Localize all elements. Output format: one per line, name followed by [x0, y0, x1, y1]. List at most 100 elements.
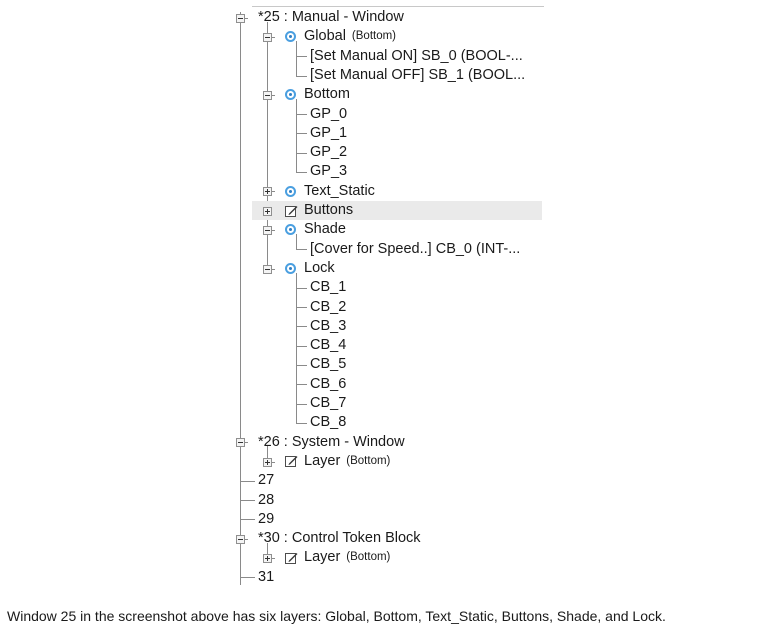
tree-node-label: 29	[258, 510, 275, 527]
tree-node-label: [Set Manual ON] SB_0 (BOOL-...	[310, 47, 523, 64]
tree-node-sublabel: (Bottom)	[346, 454, 391, 467]
tree-node-label: 27	[258, 472, 275, 489]
tree-connector-line	[296, 423, 307, 424]
tree-connector-line	[296, 307, 307, 308]
tree-connector-line	[296, 384, 307, 385]
tree-node-label: CB_3	[310, 317, 347, 334]
tree-connector-line	[240, 481, 255, 482]
tree-node-label: Layer	[304, 549, 341, 566]
tree-node-label: [Cover for Speed..] CB_0 (INT-...	[310, 240, 521, 257]
collapse-icon[interactable]	[236, 438, 245, 447]
tree-connector-line	[240, 12, 241, 585]
tree-node[interactable]: Text_Static	[285, 182, 375, 201]
tree-node[interactable]: *26 : System - Window	[258, 433, 405, 452]
tree-connector-line	[267, 543, 268, 559]
tree-node[interactable]: [Set Manual ON] SB_0 (BOOL-...	[310, 47, 523, 66]
tree-node[interactable]: Layer (Bottom)	[285, 548, 390, 567]
tree-node[interactable]: CB_3	[310, 317, 346, 336]
tree-node[interactable]: CB_7	[310, 394, 346, 413]
tree-connector-line	[296, 133, 307, 134]
tree-node[interactable]: Lock	[285, 259, 335, 278]
tree-node[interactable]: GP_3	[310, 162, 347, 181]
expand-icon[interactable]	[263, 207, 272, 216]
tree-node[interactable]: Shade	[285, 220, 346, 239]
layer-visible-icon[interactable]	[285, 31, 296, 43]
layer-visible-icon[interactable]	[285, 224, 296, 236]
tree-node[interactable]: 31	[258, 568, 274, 587]
tree-connector-line	[296, 234, 297, 250]
collapse-icon[interactable]	[236, 535, 245, 544]
tree-connector-line	[296, 41, 297, 77]
tree-node[interactable]: CB_4	[310, 336, 346, 355]
collapse-icon[interactable]	[263, 226, 272, 235]
tree-connector-line	[267, 22, 268, 270]
tree-connector-line	[296, 326, 307, 327]
expand-icon[interactable]	[263, 554, 272, 563]
tree-connector-line	[240, 519, 255, 520]
tree-node[interactable]: CB_1	[310, 278, 346, 297]
tree-top-divider	[252, 6, 544, 7]
tree-node-label: CB_2	[310, 298, 347, 315]
tree-node-label: CB_8	[310, 414, 347, 431]
tree-node-label: Shade	[304, 221, 346, 238]
tree-node-label: Text_Static	[304, 182, 375, 199]
tree-node-label: Bottom	[304, 86, 350, 103]
tree-connector-line	[296, 288, 307, 289]
tree-connector-line	[296, 346, 307, 347]
tree-connector-line	[296, 273, 297, 424]
tree-connector-line	[240, 500, 255, 501]
tree-node[interactable]: *25 : Manual - Window	[258, 8, 404, 27]
tree-node[interactable]: 28	[258, 491, 274, 510]
expand-icon[interactable]	[263, 187, 272, 196]
tree-node-label: CB_4	[310, 337, 347, 354]
tree-connector-line	[267, 446, 268, 463]
tree-node[interactable]: 27	[258, 471, 274, 490]
tree-connector-line	[296, 365, 307, 366]
tree-node-label: 28	[258, 491, 275, 508]
expand-icon[interactable]	[263, 458, 272, 467]
tree-node[interactable]: [Set Manual OFF] SB_1 (BOOL...	[310, 66, 525, 85]
tree-node[interactable]: CB_8	[310, 413, 346, 432]
tree-node[interactable]: [Cover for Speed..] CB_0 (INT-...	[310, 240, 520, 259]
tree-connector-line	[296, 404, 307, 405]
tree-node[interactable]: Bottom	[285, 85, 350, 104]
tree-node[interactable]: *30 : Control Token Block	[258, 529, 421, 548]
tree-node[interactable]: GP_0	[310, 105, 347, 124]
tree-node[interactable]: CB_2	[310, 298, 346, 317]
tree-node-label: GP_0	[310, 105, 348, 122]
tree-connector-line	[240, 577, 255, 578]
layer-visible-icon[interactable]	[285, 185, 296, 197]
collapse-icon[interactable]	[263, 91, 272, 100]
tree-node-sublabel: (Bottom)	[346, 551, 391, 564]
tree-node[interactable]: Buttons	[252, 201, 542, 220]
tree-node-label: Lock	[304, 259, 335, 276]
collapse-icon[interactable]	[263, 33, 272, 42]
layer-visible-icon[interactable]	[285, 89, 296, 101]
tree-node-label: CB_6	[310, 375, 347, 392]
tree-node-label: *25 : Manual - Window	[258, 9, 404, 25]
tree-node[interactable]: Layer (Bottom)	[285, 452, 390, 471]
tree-node-label: *26 : System - Window	[258, 433, 405, 450]
tree-node[interactable]: GP_2	[310, 143, 347, 162]
tree-node[interactable]: Global(Bottom)	[285, 27, 396, 46]
tree-node-label: Layer	[304, 452, 341, 469]
tree-node-label: CB_7	[310, 395, 347, 411]
tree-node[interactable]: GP_1	[310, 124, 347, 143]
tree-node-label: Buttons	[304, 202, 354, 218]
tree-node-label: CB_5	[310, 356, 347, 373]
collapse-icon[interactable]	[236, 14, 245, 23]
edit-icon	[285, 205, 298, 217]
tree-node-label: *30 : Control Token Block	[258, 530, 421, 547]
tree-node-sublabel: (Bottom)	[351, 30, 397, 43]
tree-node[interactable]: CB_6	[310, 375, 346, 394]
tree-connector-line	[296, 99, 297, 173]
tree-connector-line	[296, 76, 307, 77]
tree-connector-line	[296, 153, 307, 154]
collapse-icon[interactable]	[263, 265, 272, 274]
tree-node[interactable]: 29	[258, 510, 274, 529]
layer-visible-icon[interactable]	[285, 262, 296, 274]
tree-connector-line	[296, 56, 307, 57]
tree-node[interactable]: CB_5	[310, 355, 346, 374]
caption: Window 25 in the screenshot above has si…	[7, 608, 666, 624]
edit-icon	[285, 456, 298, 468]
